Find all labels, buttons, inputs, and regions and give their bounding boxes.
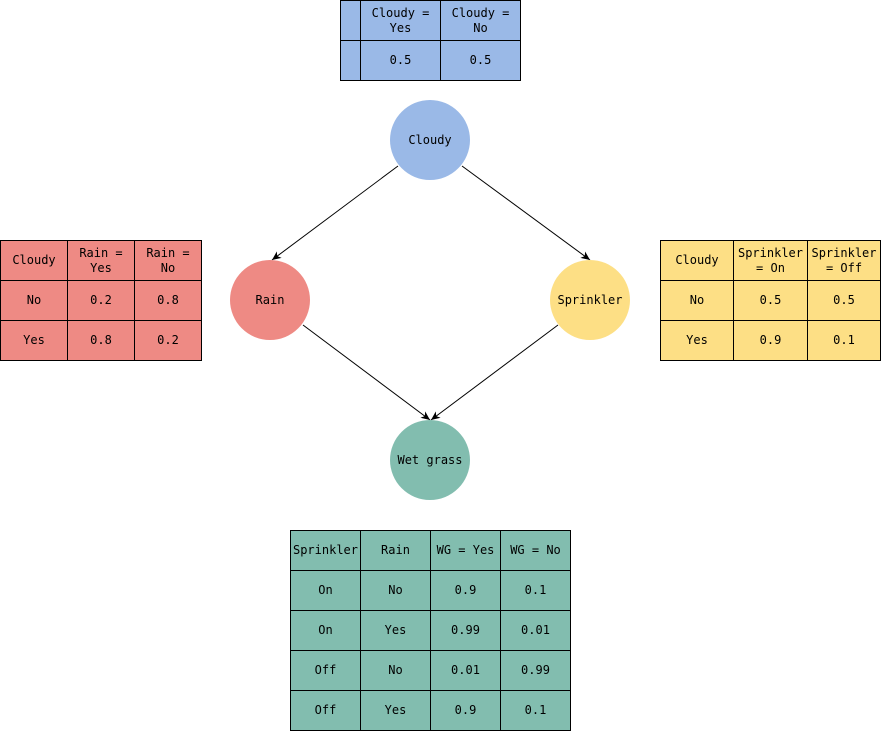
cpt-cell: Off [290,650,361,691]
cpt-cell: 0.1 [807,320,881,361]
cpt-header-cell: Rain [360,530,431,571]
cpt-row: Off Yes 0.9 0.1 [290,690,571,731]
cpt-row: On No 0.9 0.1 [290,570,571,611]
cpt-cell: On [290,610,361,651]
cpt-cell: 0.99 [500,650,571,691]
cpt-header-cell: Cloudy [660,240,734,281]
cpt-cell [340,40,361,81]
cpt-row: On Yes 0.99 0.01 [290,610,571,651]
cpt-header-cell: Cloudy =Yes [360,0,441,41]
edge-cloudy-sprinkler [461,165,591,261]
cpt-cell: Yes [360,690,431,731]
cpt-cell: Off [290,690,361,731]
cpt-cell: 0.9 [430,690,501,731]
cpt-cell: No [660,280,734,321]
cpt-row: No 0.5 0.5 [660,280,881,321]
node-wetgrass[interactable]: Wet grass [390,420,470,500]
cpt-cell: 0.5 [733,280,808,321]
cpt-row: Yes 0.8 0.2 [0,320,202,361]
edge-rain-wetgrass [302,324,431,421]
cpt-cell: No [360,570,431,611]
cpt-row: No 0.2 0.8 [0,280,202,321]
node-rain-label: Rain [255,293,285,307]
node-sprinkler-label: Sprinkler [557,293,623,307]
cpt-cell: 0.1 [500,690,571,731]
cpt-cell: 0.9 [733,320,808,361]
cpt-header-row: Cloudy Sprinkler= On Sprinkler= Off [660,240,881,281]
cpt-cell: 0.5 [360,40,441,81]
cpt-cell: 0.01 [430,650,501,691]
node-wetgrass-label: Wet grass [397,453,463,467]
cpt-cell: 0.2 [134,320,202,361]
node-sprinkler[interactable]: Sprinkler [550,260,630,340]
cpt-cell: 0.5 [440,40,521,81]
cpt-header-cell [340,0,361,41]
cpt-row: 0.5 0.5 [340,40,521,81]
cpt-row: Yes 0.9 0.1 [660,320,881,361]
cpt-header-cell: WG = Yes [430,530,501,571]
cpt-cell: 0.1 [500,570,571,611]
cpt-sprinkler: Cloudy Sprinkler= On Sprinkler= Off No 0… [660,240,881,361]
cpt-header-cell: Rain =Yes [67,240,135,281]
cpt-rain: Cloudy Rain =Yes Rain =No No 0.2 0.8 Yes… [0,240,202,361]
cpt-cell: 0.99 [430,610,501,651]
edge-cloudy-rain [271,165,399,261]
cpt-cell: 0.9 [430,570,501,611]
cpt-header-cell: Sprinkler= On [733,240,808,281]
cpt-cell: Yes [360,610,431,651]
cpt-cell: 0.01 [500,610,571,651]
node-cloudy[interactable]: Cloudy [390,100,470,180]
cpt-cloudy: Cloudy =Yes Cloudy =No 0.5 0.5 [340,0,521,81]
cpt-header-cell: Sprinkler [290,530,361,571]
cpt-header-cell: WG = No [500,530,571,571]
cpt-header-cell: Sprinkler= Off [807,240,881,281]
cpt-cell: 0.8 [134,280,202,321]
cpt-header-cell: Cloudy [0,240,68,281]
cpt-cell: 0.8 [67,320,135,361]
cpt-header-cell: Rain =No [134,240,202,281]
node-rain[interactable]: Rain [230,260,310,340]
cpt-cell: No [360,650,431,691]
cpt-wetgrass: Sprinkler Rain WG = Yes WG = No On No 0.… [290,530,571,731]
cpt-cell: On [290,570,361,611]
cpt-cell: Yes [0,320,68,361]
cpt-cell: 0.2 [67,280,135,321]
cpt-header-row: Sprinkler Rain WG = Yes WG = No [290,530,571,571]
cpt-header-row: Cloudy Rain =Yes Rain =No [0,240,202,281]
cpt-header-row: Cloudy =Yes Cloudy =No [340,0,521,41]
node-cloudy-label: Cloudy [408,133,452,147]
cpt-cell: 0.5 [807,280,881,321]
cpt-cell: Yes [660,320,734,361]
cpt-row: Off No 0.01 0.99 [290,650,571,691]
cpt-header-cell: Cloudy =No [440,0,521,41]
edge-sprinkler-wetgrass [430,324,559,421]
cpt-cell: No [0,280,68,321]
